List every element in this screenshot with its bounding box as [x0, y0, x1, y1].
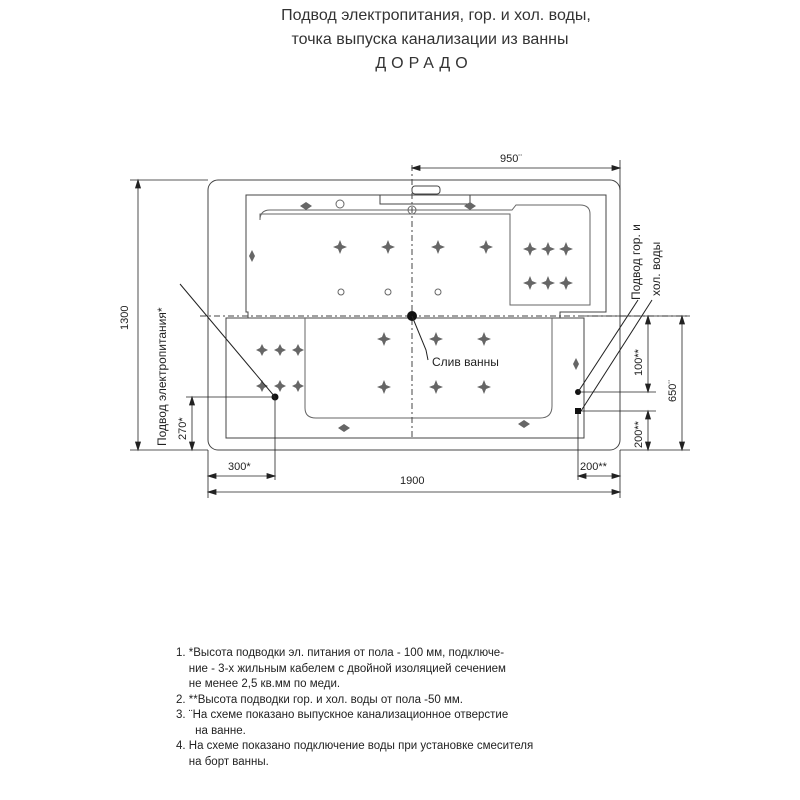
jet: [431, 240, 445, 254]
ornament: [300, 202, 312, 210]
ornament: [338, 424, 350, 432]
diagram-title-line-1: Подвод электропитания, гор. и хол. воды,: [281, 7, 591, 24]
ornament: [249, 250, 255, 262]
arrow: [678, 441, 686, 452]
note-line: на борт ванны.: [176, 755, 269, 768]
dim-270-label: 270*: [177, 417, 189, 440]
arrow: [188, 395, 196, 406]
jet: [479, 240, 493, 254]
arrow: [134, 178, 142, 189]
note-line: не менее 2,5 кв.мм по меди.: [176, 678, 341, 690]
jet: [523, 276, 537, 290]
arrow: [576, 472, 587, 480]
note-line: на ванне.: [176, 724, 246, 737]
jet: [541, 276, 555, 290]
drain-label: Слив ванны: [432, 355, 499, 369]
diagram-title-line-3: ДОРАДО: [375, 55, 473, 72]
note-line: 1. *Высота подводки эл. питания от пола …: [176, 647, 505, 659]
dim-100-label: 100**: [633, 348, 645, 376]
air-jet: [434, 288, 442, 296]
jet: [256, 344, 268, 356]
jet: [381, 240, 395, 254]
dim-200-bottom-label: 200**: [580, 461, 608, 473]
dim-650-label: 650¨: [667, 380, 679, 402]
cold-water-point: [575, 408, 581, 414]
water-supply-label-line-1: Подвод гор. и: [629, 224, 643, 300]
headrest-notch: [379, 195, 471, 205]
jet: [274, 380, 286, 392]
arrow: [206, 488, 217, 496]
water-supply-label-line-2: хол. воды: [649, 242, 663, 296]
diagram-title-line-2: точка выпуска канализации из ванны: [291, 31, 569, 48]
jet: [333, 240, 347, 254]
arrow: [644, 383, 652, 394]
air-jet: [384, 288, 392, 296]
upper-basin-inner-line: [259, 204, 591, 306]
jet: [429, 332, 443, 346]
jet: [292, 344, 304, 356]
dim-200-vertical-label: 200**: [633, 420, 645, 448]
jet: [292, 380, 304, 392]
jet: [256, 380, 268, 392]
arrow: [678, 314, 686, 325]
arrow: [206, 472, 217, 480]
air-jets: [335, 199, 442, 296]
tub-lower-basin: [225, 317, 585, 439]
note-line: 2. **Высота подводки гор. и хол. воды от…: [176, 693, 463, 706]
power-supply-label: Подвод электропитания*: [155, 307, 169, 446]
bathtub-plan-drawing: 950¨ 1300 1900 300* 200** 270* 100** 200…: [119, 153, 690, 498]
ornament: [573, 358, 579, 370]
note-line: ние - 3-х жильным кабелем с двойной изол…: [176, 662, 506, 675]
air-jet: [407, 205, 417, 215]
water-leader-line-1: [577, 299, 639, 393]
ornament: [464, 202, 476, 210]
arrow: [644, 441, 652, 452]
jet: [274, 344, 286, 356]
dim-1900-label: 1900: [400, 475, 424, 487]
arrow: [266, 472, 277, 480]
jet: [559, 276, 573, 290]
arrow: [611, 472, 622, 480]
lower-basin-inner-line: [304, 318, 553, 419]
jet: [429, 380, 443, 394]
headrest-button: [411, 185, 441, 195]
tub-outer-outline: [207, 179, 621, 451]
jet: [477, 332, 491, 346]
arrow: [611, 164, 622, 172]
drain-leader-line: [411, 315, 429, 361]
dim-1300-label: 1300: [119, 306, 131, 330]
jet: [559, 242, 573, 256]
air-jet: [335, 199, 345, 209]
jet: [377, 332, 391, 346]
arrow: [188, 441, 196, 452]
jet: [523, 242, 537, 256]
arrow: [644, 409, 652, 420]
arrow: [611, 488, 622, 496]
dim-950-label: 950¨: [500, 153, 522, 165]
power-leader-line: [179, 283, 276, 398]
note-line: 3. ¨На схеме показано выпускное канализа…: [176, 709, 509, 721]
water-leader-line-2: [580, 299, 653, 412]
hydro-jets: [249, 202, 579, 432]
arrow: [410, 164, 421, 172]
dim-300-label: 300*: [228, 461, 251, 473]
tub-upper-basin: [245, 194, 607, 319]
notes-block: 1. *Высота подводки эл. питания от пола …: [176, 646, 656, 770]
arrow: [644, 314, 652, 325]
ornament: [518, 420, 530, 428]
air-jet: [337, 288, 345, 296]
note-line: 4. На схеме показано подключение воды пр…: [176, 740, 534, 752]
jet: [377, 380, 391, 394]
arrow: [134, 441, 142, 452]
jet: [477, 380, 491, 394]
jet: [541, 242, 555, 256]
